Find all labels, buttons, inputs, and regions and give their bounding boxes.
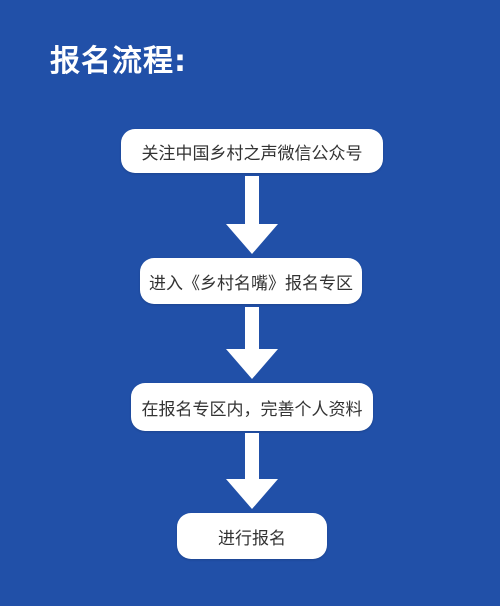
down-arrow-icon — [226, 433, 278, 509]
step-register: 进行报名 — [177, 513, 327, 559]
down-arrow-icon — [226, 176, 278, 254]
step-follow-wechat: 关注中国乡村之声微信公众号 — [121, 129, 383, 173]
step-label: 在报名专区内，完善个人资料 — [141, 399, 363, 420]
step-label: 进入《乡村名嘴》报名专区 — [149, 273, 353, 294]
down-arrow-icon — [226, 307, 278, 379]
step-label: 关注中国乡村之声微信公众号 — [141, 143, 363, 164]
page-title: 报名流程: — [50, 44, 187, 79]
step-enter-signup-zone: 进入《乡村名嘴》报名专区 — [140, 258, 362, 304]
step-complete-profile: 在报名专区内，完善个人资料 — [131, 383, 373, 431]
step-label: 进行报名 — [218, 528, 286, 549]
